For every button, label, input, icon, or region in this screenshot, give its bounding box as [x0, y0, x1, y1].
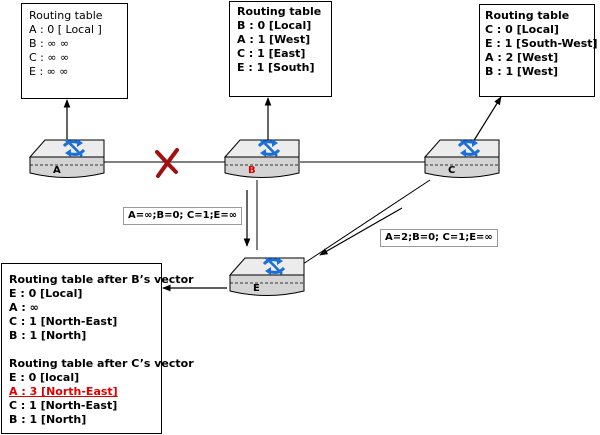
router-e: E	[228, 255, 306, 297]
routing-table-b-row: C : 1 [East]	[237, 47, 306, 60]
arrow-c-to-table	[472, 96, 502, 143]
router-c-label: C	[448, 165, 455, 176]
router-b: B	[223, 137, 301, 179]
routing-table-e-row: B : 1 [North]	[9, 329, 87, 342]
router-c: C	[423, 137, 501, 179]
broken-link-cross-icon	[155, 148, 179, 178]
arrow-c-vector-to-e	[319, 207, 403, 256]
router-a-label: A	[53, 165, 61, 176]
routing-table-c-row: E : 1 [South-West]	[485, 37, 598, 50]
routing-table-e-title-after-c: Routing table after C’s vector	[9, 357, 194, 370]
distance-vector-c: A=2;B=0; C=1;E=∞	[380, 229, 498, 247]
routing-table-c-row: C : 0 [Local]	[485, 23, 559, 36]
routing-table-a-title: Routing table	[29, 9, 103, 22]
routing-table-e-row: A : ∞	[9, 301, 39, 314]
link-c-e	[302, 179, 431, 265]
routing-table-c-title: Routing table	[485, 9, 570, 22]
routing-table-e-title-after-b: Routing table after B’s vector	[9, 273, 194, 286]
routing-table-b-row: E : 1 [South]	[237, 61, 315, 74]
routing-table-a-row: E : ∞ ∞	[29, 65, 69, 78]
routing-table-c: Routing table C : 0 [Local] E : 1 [South…	[479, 4, 598, 97]
routing-table-a-row: A : 0 [ Local ]	[29, 23, 102, 36]
routing-table-e-row: C : 1 [North-East]	[9, 315, 118, 328]
routing-table-a-row: C : ∞ ∞	[29, 51, 70, 64]
routing-table-a-row: B : ∞ ∞	[29, 37, 70, 50]
routing-table-e-row: C : 1 [North-East]	[9, 399, 118, 412]
routing-table-a: Routing table A : 0 [ Local ] B : ∞ ∞ C …	[21, 3, 128, 99]
routing-table-c-row: A : 2 [West]	[485, 51, 559, 64]
routing-table-e-row: E : 0 [local]	[9, 371, 80, 384]
routing-table-e-row: E : 0 [Local]	[9, 287, 83, 300]
routing-table-b-row: B : 0 [Local]	[237, 19, 312, 32]
router-a: A	[28, 137, 106, 179]
router-b-label: B	[248, 165, 256, 176]
routing-table-e-row-changed: A : 3 [North-East]	[9, 385, 118, 398]
routing-table-b-row: A : 1 [West]	[237, 33, 311, 46]
routing-table-b-title: Routing table	[237, 5, 322, 18]
routing-table-b: Routing table B : 0 [Local] A : 1 [West]…	[229, 1, 332, 97]
router-e-label: E	[253, 283, 260, 294]
routing-table-e-row: B : 1 [North]	[9, 413, 87, 426]
routing-table-e: Routing table after B’s vector E : 0 [Lo…	[1, 263, 194, 434]
routing-table-c-row: B : 1 [West]	[485, 65, 558, 78]
distance-vector-b: A=∞;B=0; C=1;E=∞	[123, 207, 243, 225]
